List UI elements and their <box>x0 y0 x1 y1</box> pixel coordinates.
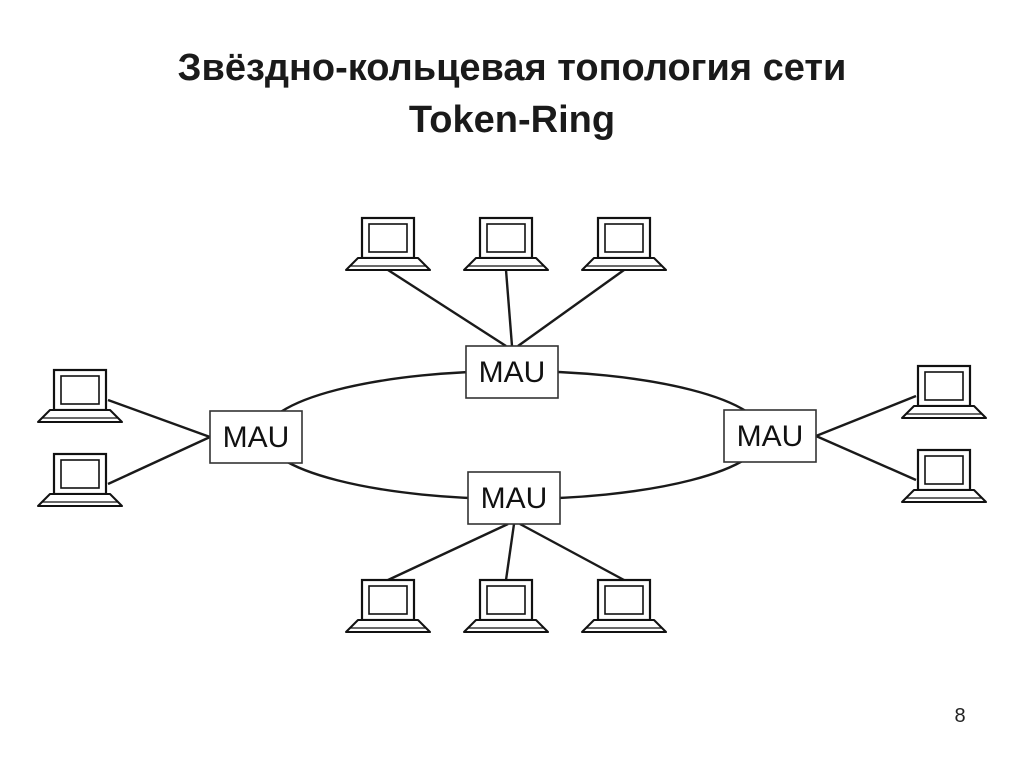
link-top-1 <box>387 268 507 348</box>
page-number: 8 <box>954 705 966 727</box>
computer-icon <box>345 216 431 271</box>
mau-left: MAU <box>209 410 303 464</box>
title-line-2: Token-Ring <box>408 99 616 141</box>
computers <box>37 216 987 633</box>
mau-top: MAU <box>465 345 559 399</box>
computer-icon <box>901 448 987 503</box>
link-top-2 <box>504 269 514 347</box>
mau-label: MAU <box>481 482 548 515</box>
computer-icon <box>345 578 431 633</box>
link-left-2 <box>107 435 211 486</box>
computer-icon <box>37 368 123 423</box>
mau-label: MAU <box>737 420 804 453</box>
mau-label: MAU <box>223 421 290 454</box>
mau-bottom: MAU <box>467 471 561 525</box>
computer-icon <box>901 364 987 419</box>
link-bottom-3 <box>519 522 625 582</box>
link-top-3 <box>517 269 625 347</box>
title-line-1: Звёздно-кольцевая топология сети <box>177 47 847 89</box>
mau-right: MAU <box>723 409 817 463</box>
computer-icon <box>581 216 667 271</box>
links <box>107 268 917 582</box>
computer-icon <box>463 216 549 271</box>
computer-icon <box>581 578 667 633</box>
mau-hubs: MAU MAU MAU MAU <box>209 345 817 525</box>
link-left-1 <box>107 398 211 439</box>
slide-title: Звёздно-кольцевая топология сети Token-R… <box>0 42 1024 146</box>
computer-icon <box>463 578 549 633</box>
link-bottom-2 <box>504 523 516 581</box>
computer-icon <box>37 452 123 507</box>
link-bottom-1 <box>387 522 509 582</box>
link-right-2 <box>815 434 917 482</box>
link-right-1 <box>815 394 917 438</box>
mau-label: MAU <box>479 356 546 389</box>
